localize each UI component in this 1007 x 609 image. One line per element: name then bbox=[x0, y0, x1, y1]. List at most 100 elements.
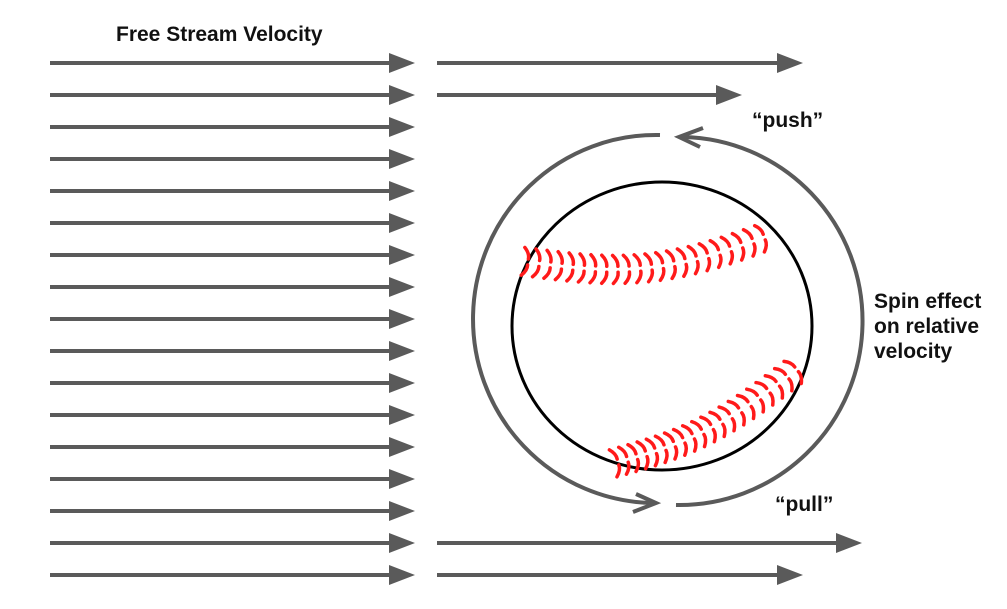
free-stream-arrows bbox=[50, 53, 415, 585]
stitch bbox=[658, 266, 666, 283]
stitch bbox=[777, 384, 785, 400]
stitch bbox=[534, 247, 542, 263]
stitch bbox=[686, 244, 698, 258]
arrowhead bbox=[389, 565, 415, 585]
stitch bbox=[600, 253, 609, 269]
stitch bbox=[751, 242, 757, 258]
arrowhead bbox=[389, 437, 415, 457]
wake-arrow bbox=[437, 85, 742, 105]
stitch bbox=[599, 270, 609, 286]
stitch bbox=[739, 246, 746, 262]
stitch bbox=[690, 419, 703, 431]
stitch bbox=[576, 269, 586, 284]
free-stream-arrow bbox=[50, 501, 415, 521]
stitch bbox=[632, 253, 642, 268]
stitch bbox=[653, 434, 666, 447]
free-stream-arrow bbox=[50, 181, 415, 201]
stitch bbox=[611, 270, 620, 286]
stitch bbox=[708, 238, 721, 252]
stitches-bottom bbox=[607, 359, 804, 479]
free-stream-arrow bbox=[50, 213, 415, 233]
arrowhead bbox=[389, 181, 415, 201]
stitch bbox=[607, 448, 619, 461]
stitch bbox=[717, 405, 731, 416]
stitch bbox=[643, 252, 654, 266]
stitch bbox=[796, 369, 804, 386]
free-stream-arrow bbox=[50, 437, 415, 457]
stitch bbox=[589, 252, 598, 268]
stitch bbox=[693, 259, 700, 276]
push-label: “push” bbox=[752, 109, 824, 132]
free-stream-arrow bbox=[50, 85, 415, 105]
free-stream-arrow bbox=[50, 53, 415, 73]
free-stream-arrow bbox=[50, 245, 415, 265]
stitch bbox=[680, 424, 694, 436]
stitch bbox=[542, 266, 552, 280]
free-stream-arrow bbox=[50, 277, 415, 297]
stitch bbox=[754, 380, 769, 391]
stitch bbox=[662, 431, 676, 444]
stitch bbox=[730, 417, 737, 433]
arrowhead bbox=[389, 245, 415, 265]
free-stream-arrow bbox=[50, 373, 415, 393]
stitch bbox=[670, 264, 678, 281]
stitch bbox=[624, 460, 631, 476]
ball-outline bbox=[510, 180, 814, 472]
stitch bbox=[664, 249, 676, 263]
spin-arrows-icon bbox=[471, 126, 865, 514]
arrowhead bbox=[716, 85, 742, 105]
free-stream-arrow bbox=[50, 405, 415, 425]
wake-arrow bbox=[437, 565, 803, 585]
stitch bbox=[759, 398, 766, 414]
stitch bbox=[782, 359, 797, 369]
stitch bbox=[740, 411, 746, 427]
spin-effect-line: velocity bbox=[874, 340, 953, 363]
stitch bbox=[615, 463, 622, 479]
stitch bbox=[530, 264, 541, 279]
stitch bbox=[699, 415, 713, 427]
arrowhead bbox=[389, 309, 415, 329]
spin-arrowhead-bottom bbox=[632, 492, 662, 514]
stitch bbox=[728, 250, 735, 266]
stitch bbox=[744, 387, 759, 397]
stitch bbox=[553, 267, 564, 282]
arrowhead bbox=[389, 373, 415, 393]
arrowhead bbox=[389, 85, 415, 105]
stitch bbox=[716, 253, 723, 270]
spin-arc-left bbox=[471, 132, 661, 505]
stitch bbox=[610, 253, 620, 269]
stitch bbox=[567, 251, 576, 267]
stitch bbox=[692, 437, 698, 453]
spin-effect-line: on relative bbox=[874, 315, 980, 338]
stitch bbox=[763, 373, 778, 384]
wake-arrows bbox=[437, 53, 862, 585]
stitch bbox=[626, 442, 638, 456]
arrowhead bbox=[777, 53, 803, 73]
stitch bbox=[682, 262, 689, 278]
spin-effect-line: Spin effect bbox=[874, 290, 982, 313]
spin-arrowhead-top bbox=[673, 126, 704, 149]
stitch bbox=[519, 263, 530, 277]
free-stream-arrow bbox=[50, 117, 415, 137]
free-stream-arrow bbox=[50, 341, 415, 361]
stitch bbox=[671, 427, 685, 440]
stitch bbox=[772, 366, 788, 377]
arrowhead bbox=[389, 53, 415, 73]
wake-arrow bbox=[437, 533, 862, 553]
stitch bbox=[653, 250, 665, 265]
free-stream-arrow bbox=[50, 309, 415, 329]
free-stream-arrow bbox=[50, 469, 415, 489]
stitch bbox=[697, 242, 709, 255]
stitch bbox=[565, 268, 575, 283]
stitch bbox=[545, 248, 553, 264]
pull-label: “pull” bbox=[775, 493, 834, 516]
stitch bbox=[644, 437, 657, 450]
arrowhead bbox=[389, 469, 415, 489]
stitch bbox=[711, 427, 718, 444]
free-stream-arrow bbox=[50, 149, 415, 169]
stitch bbox=[621, 253, 631, 268]
wake-arrow bbox=[437, 53, 803, 73]
stitch bbox=[653, 451, 660, 468]
stitch bbox=[663, 448, 669, 465]
